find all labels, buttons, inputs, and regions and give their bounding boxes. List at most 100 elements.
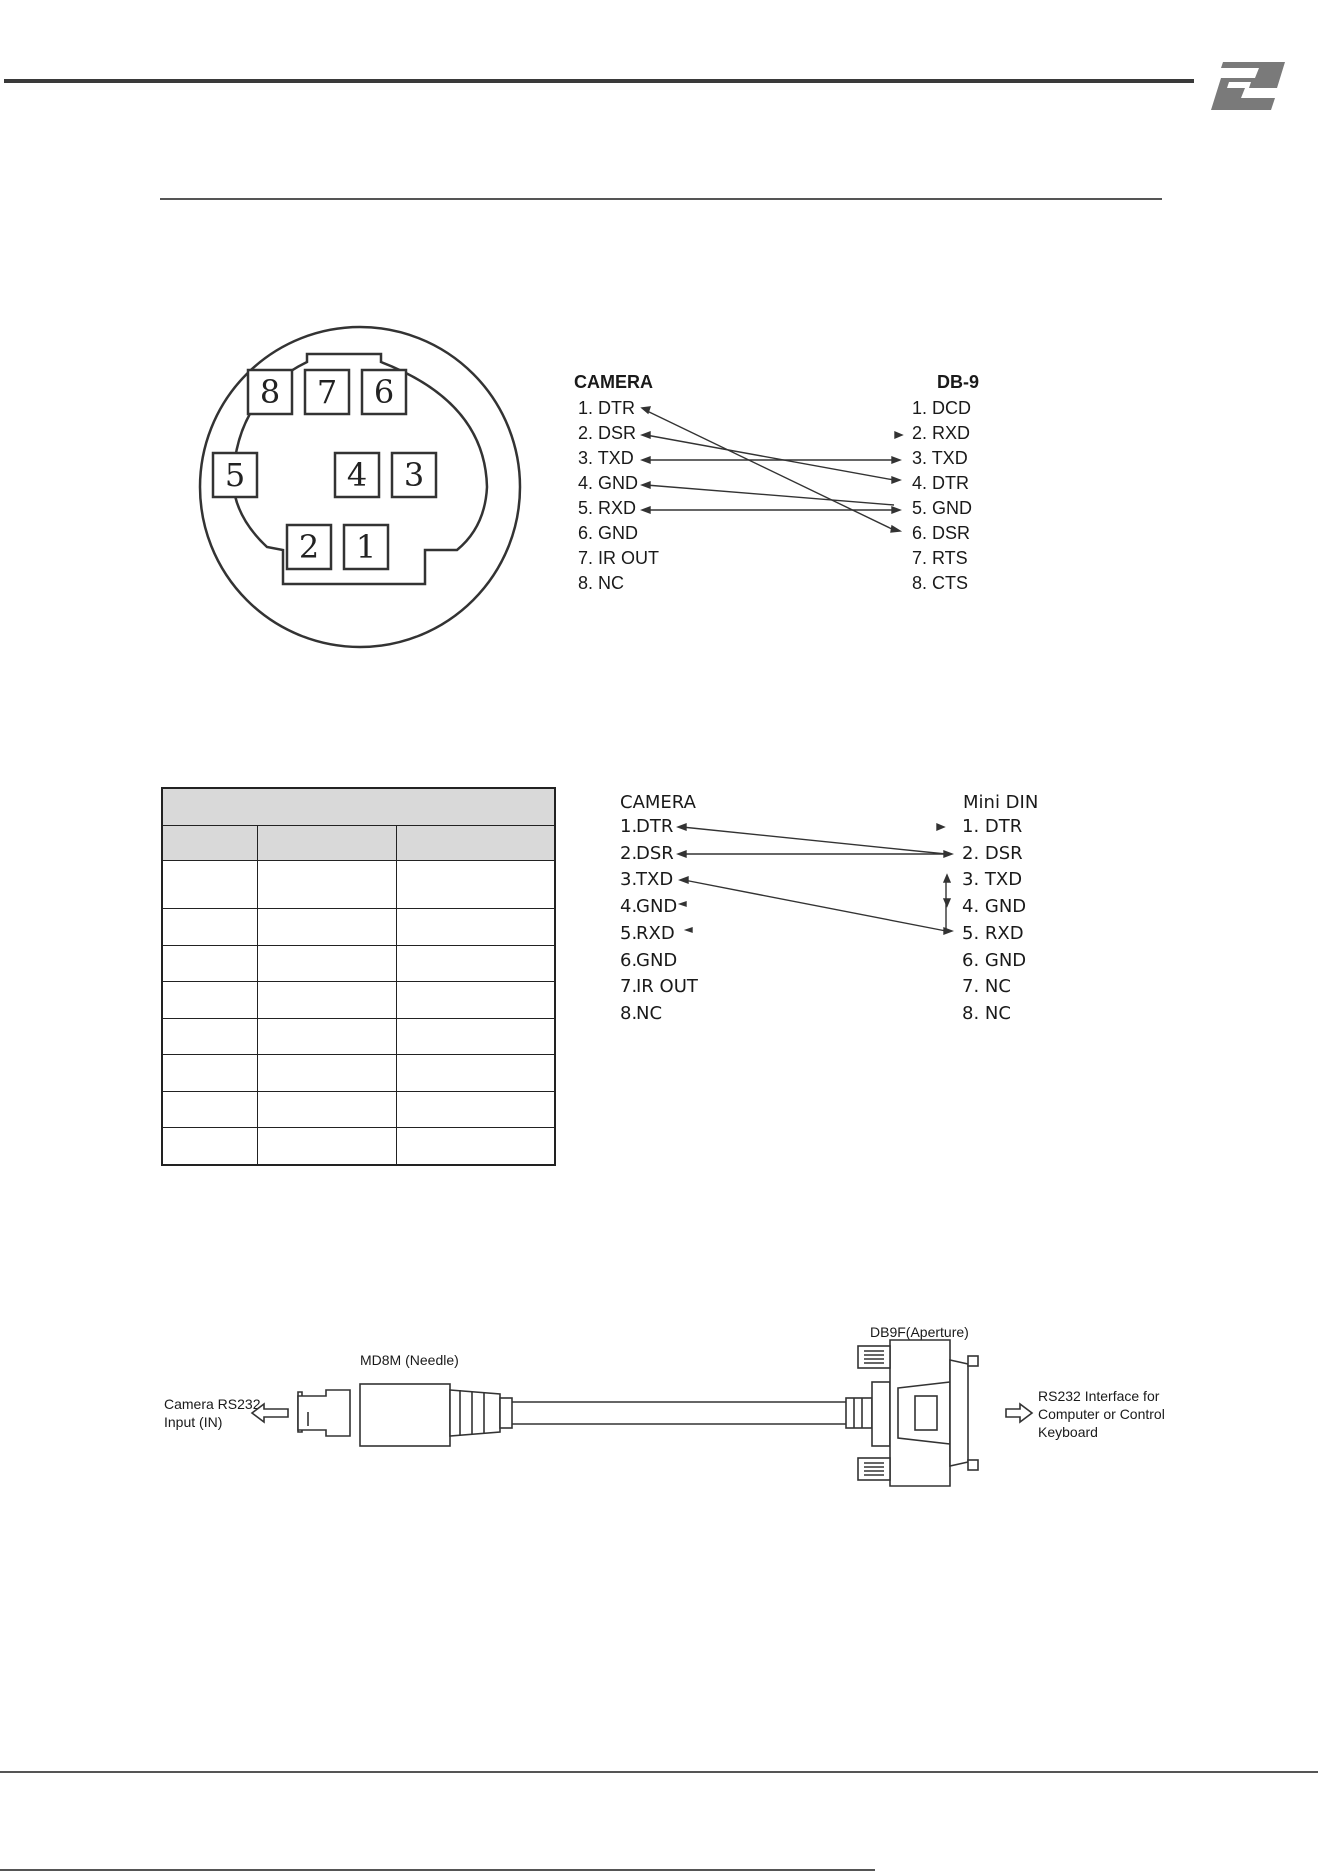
socket-pin-box bbox=[211, 451, 259, 499]
camera-pin-number: 2. bbox=[620, 842, 638, 864]
camera-pin-name: GND bbox=[636, 949, 678, 971]
camera-db9-wires bbox=[640, 406, 904, 533]
pinout-table bbox=[161, 787, 556, 1166]
minidin-pin-label: 2. DSR bbox=[962, 842, 1023, 864]
camera-pin-name: NC bbox=[636, 1002, 663, 1024]
table-cell bbox=[161, 981, 258, 1019]
minidin-pin-label: 3. TXD bbox=[962, 869, 1023, 891]
camera-pin-number: 1. bbox=[620, 816, 638, 837]
socket-pin-number: 7 bbox=[317, 373, 337, 411]
camera-pin-name: TXD bbox=[636, 869, 674, 891]
camera-pin-number: 3. bbox=[620, 869, 638, 891]
rs232-cable-diagram: MD8M (Needle) DB9F(Aperture) Camera RS23… bbox=[160, 1320, 1190, 1490]
camera-pin-name: IR OUT bbox=[636, 976, 698, 998]
table-cell bbox=[161, 1018, 258, 1055]
camera-pin-label: 3. TXD bbox=[578, 448, 634, 468]
minidin-title: Mini DIN bbox=[963, 792, 1039, 813]
camera-db9-wiring: CAMERA DB-9 1. DTR 2. DSR 3. TXD 4. GND 5. R… bbox=[570, 360, 1010, 600]
table-cell bbox=[396, 860, 556, 909]
db9-pin-label: 2. RXD bbox=[912, 423, 971, 443]
db9-pin-label: 1. DCD bbox=[912, 398, 972, 418]
right-label-1: RS232 Interface for bbox=[1038, 1388, 1160, 1404]
socket-pin-box bbox=[390, 451, 438, 499]
minidin-pin-label: 4. GND bbox=[962, 896, 1027, 918]
camera-pin-label: 5. RXD bbox=[578, 498, 637, 518]
minidin-pin-label: 1. DTR bbox=[962, 816, 1023, 837]
socket-pin-box bbox=[342, 523, 390, 571]
camera-pin-label: 4. GND bbox=[578, 473, 639, 493]
page-bottom-rule bbox=[0, 1869, 875, 1871]
header-rule bbox=[4, 79, 1194, 83]
table-cell bbox=[396, 1018, 556, 1055]
table-header bbox=[161, 787, 556, 826]
md8m-label: MD8M (Needle) bbox=[360, 1352, 459, 1368]
db9-pin-label: 8. CTS bbox=[912, 573, 969, 593]
left-label-2: Input (IN) bbox=[164, 1414, 223, 1430]
socket-pin-number: 8 bbox=[260, 373, 280, 411]
table-cell bbox=[257, 908, 397, 946]
table-cell bbox=[257, 1091, 397, 1128]
footer-rule bbox=[0, 1771, 1318, 1773]
table-cell bbox=[257, 981, 397, 1019]
db9-title: DB-9 bbox=[937, 372, 980, 392]
table-cell bbox=[257, 1127, 397, 1165]
table-cell bbox=[161, 1091, 258, 1128]
right-label-3: Keyboard bbox=[1038, 1424, 1098, 1440]
section-rule bbox=[160, 198, 1162, 200]
socket-pin-number: 1 bbox=[356, 528, 376, 566]
table-cell bbox=[257, 1018, 397, 1055]
camera-pin-name: DTR bbox=[636, 816, 674, 837]
camera-title-2: CAMERA bbox=[620, 792, 696, 813]
table-cell bbox=[161, 908, 258, 946]
socket-pin-box bbox=[285, 523, 333, 571]
table-cell bbox=[161, 860, 258, 909]
camera-pin-number: 7. bbox=[620, 976, 638, 998]
camera-pin-name: GND bbox=[636, 896, 678, 918]
socket-pin-number: 4 bbox=[347, 456, 367, 494]
table-cell bbox=[161, 1127, 258, 1165]
table-cell bbox=[396, 908, 556, 946]
table-cell bbox=[396, 945, 556, 982]
camera-pin-label: 2. DSR bbox=[578, 423, 637, 443]
camera-pin-number: 4. bbox=[620, 896, 638, 918]
camera-pin-name: DSR bbox=[636, 842, 674, 864]
db9-pin-label: 6. DSR bbox=[912, 523, 971, 543]
camera-title: CAMERA bbox=[574, 372, 653, 392]
table-subheader-cell bbox=[396, 825, 556, 861]
socket-pin-box bbox=[333, 451, 381, 499]
db9-pin-label: 3. TXD bbox=[912, 448, 968, 468]
table-subheader-cell bbox=[161, 825, 258, 861]
socket-pin-box bbox=[246, 368, 294, 416]
table-cell bbox=[161, 1054, 258, 1092]
brand-logo-icon bbox=[1211, 62, 1285, 110]
db9-pin-label: 5. GND bbox=[912, 498, 973, 518]
table-cell bbox=[257, 1054, 397, 1092]
minidin-pin-label: 7. NC bbox=[962, 976, 1011, 998]
socket-pin-number: 6 bbox=[374, 373, 394, 411]
camera-pin-label: 8. NC bbox=[578, 573, 625, 593]
socket-pin-number: 2 bbox=[299, 528, 319, 566]
socket-pin-number: 3 bbox=[404, 456, 424, 494]
table-cell bbox=[257, 945, 397, 982]
socket-pin-box bbox=[303, 368, 351, 416]
table-cell bbox=[396, 1054, 556, 1092]
table-cell bbox=[396, 1127, 556, 1165]
socket-pin-number: 5 bbox=[225, 456, 245, 494]
table-cell bbox=[396, 1091, 556, 1128]
table-cell bbox=[257, 860, 397, 909]
db9-pin-label: 7. RTS bbox=[912, 548, 968, 568]
db9f-label: DB9F(Aperture) bbox=[870, 1324, 969, 1340]
table-cell bbox=[396, 981, 556, 1019]
db9-pin-label: 4. DTR bbox=[912, 473, 970, 493]
camera-minidin-wires bbox=[676, 822, 954, 936]
minidin-pin-label: 8. NC bbox=[962, 1002, 1011, 1024]
camera-pin-number: 8. bbox=[620, 1002, 638, 1024]
cable-drawing bbox=[250, 1339, 1034, 1487]
table-cell bbox=[161, 945, 258, 982]
camera-pin-label: 7. IR OUT bbox=[578, 548, 660, 568]
table-subheader-cell bbox=[257, 825, 397, 861]
camera-pin-name: RXD bbox=[636, 922, 675, 944]
camera-pin-label: 1. DTR bbox=[578, 398, 636, 418]
